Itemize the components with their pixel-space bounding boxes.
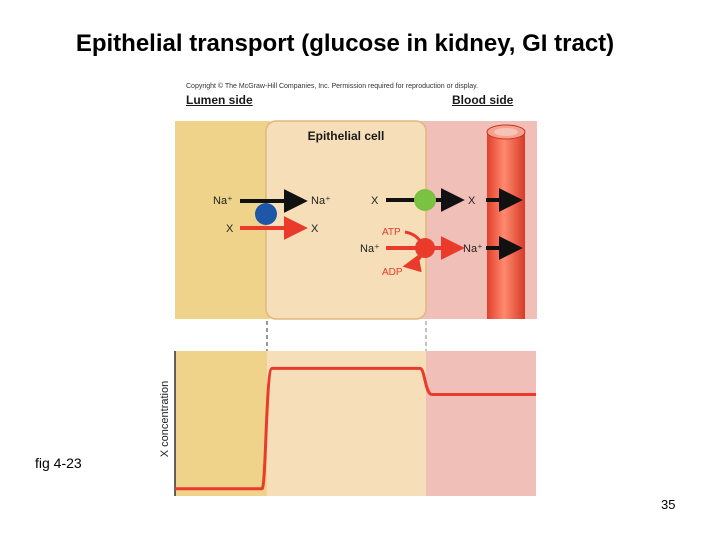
page-number: 35 bbox=[661, 497, 676, 512]
x-lumen-label: X bbox=[226, 223, 234, 235]
x-blood-label: X bbox=[468, 195, 476, 207]
adp-label: ADP bbox=[382, 267, 403, 278]
na-cell-label: Na⁺ bbox=[311, 195, 331, 207]
na-lumen-label: Na⁺ bbox=[213, 195, 233, 207]
epithelial-cell bbox=[265, 120, 427, 320]
x-cell-exit-label: X bbox=[371, 195, 379, 207]
lumen-region bbox=[175, 121, 270, 319]
epithelial-cell-label: Epithelial cell bbox=[308, 129, 385, 143]
graph-lumen-region bbox=[175, 351, 267, 496]
blood-side-label: Blood side bbox=[452, 93, 514, 107]
x-cell-label: X bbox=[311, 223, 319, 235]
na-pump-blood-label: Na⁺ bbox=[463, 243, 483, 255]
graph-blood-region bbox=[426, 351, 536, 496]
atp-label: ATP bbox=[382, 227, 401, 238]
slide-title: Epithelial transport (glucose in kidney,… bbox=[75, 30, 615, 57]
figure-label: fig 4-23 bbox=[35, 455, 82, 471]
na-pump-cell-label: Na⁺ bbox=[360, 243, 380, 255]
na-k-atpase-pump bbox=[415, 238, 435, 258]
graph-y-axis-label: X concentration bbox=[159, 380, 171, 458]
graph-cell-region bbox=[267, 351, 426, 496]
x-concentration-curve bbox=[175, 366, 536, 491]
copyright-notice: Copyright © The McGraw-Hill Companies, I… bbox=[186, 83, 479, 90]
blood-vessel bbox=[486, 124, 526, 319]
lumen-side-label: Lumen side bbox=[186, 93, 253, 107]
x-uniporter bbox=[414, 189, 436, 211]
na-x-symporter bbox=[255, 203, 277, 225]
